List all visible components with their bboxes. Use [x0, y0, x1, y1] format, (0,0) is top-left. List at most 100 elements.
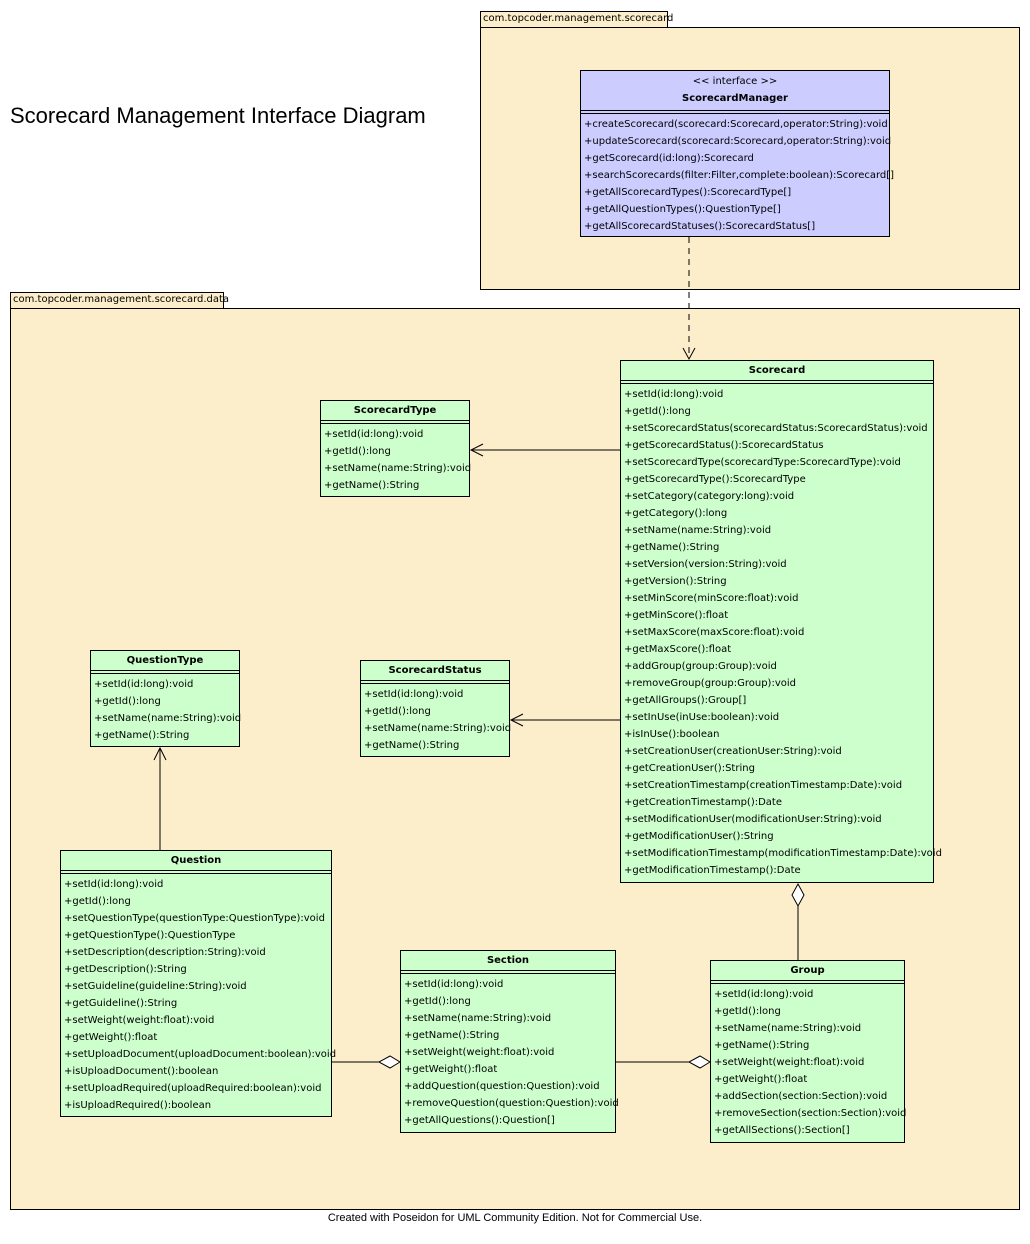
operation: +searchScorecards(filter:Filter,complete… [584, 170, 895, 181]
operation: +setId(id:long):void [364, 689, 464, 700]
operation: +setCreationTimestamp(creationTimestamp:… [624, 780, 903, 791]
operation: +getScorecardType():ScorecardType [624, 474, 806, 485]
operation: +getAllScorecardTypes():ScorecardType[] [584, 187, 792, 198]
class-name: ScorecardManager [682, 93, 788, 104]
operations-list: +setId(id:long):void +getId():long +setN… [91, 674, 242, 744]
operation: +getQuestionType():QuestionType [64, 930, 236, 941]
operation: +setGuideline(guideline:String):void [64, 981, 247, 992]
operation: +getCreationUser():String [624, 763, 755, 774]
class-scorecard-manager[interactable]: << interface >> ScorecardManager +create… [580, 70, 895, 237]
class-scorecard-status[interactable]: ScorecardStatus +setId(id:long):void +ge… [360, 660, 512, 757]
operation: +setId(id:long):void [64, 879, 164, 890]
operation: +setQuestionType(questionType:QuestionTy… [64, 913, 325, 924]
operation: +setId(id:long):void [324, 429, 424, 440]
operation: +getName():String [624, 542, 720, 553]
operation: +getScorecard(id:long):Scorecard [584, 153, 754, 164]
operation: +removeQuestion(question:Question):void [404, 1098, 619, 1109]
operation: +setName(name:String):void [404, 1013, 552, 1024]
operation: +getAllQuestions():Question[] [404, 1115, 555, 1126]
operation: +setName(name:String):void [94, 713, 242, 724]
operation: +setMaxScore(maxScore:float):void [624, 627, 805, 638]
class-name: Question [170, 855, 222, 866]
operation: +updateScorecard(scorecard:Scorecard,ope… [584, 136, 892, 147]
class-group[interactable]: Group +setId(id:long):void +getId():long… [710, 960, 907, 1143]
operation: +setId(id:long):void [404, 979, 504, 990]
operation: +getDescription():String [64, 964, 187, 975]
class-question[interactable]: Question +setId(id:long):void +getId():l… [60, 850, 336, 1117]
operation: +addSection(section:Section):void [714, 1091, 888, 1102]
operation: +createScorecard(scorecard:Scorecard,ope… [584, 119, 888, 130]
operation: +setName(name:String):void [324, 463, 472, 474]
operation: +setModificationTimestamp(modificationTi… [624, 848, 942, 859]
operation: +setWeight(weight:float):void [404, 1047, 555, 1058]
operations-list: +setId(id:long):void +getId():long +setN… [711, 984, 907, 1139]
operation: +setInUse(inUse:boolean):void [624, 712, 780, 723]
operations-list: +setId(id:long):void +getId():long +setS… [621, 384, 942, 879]
operation: +setVersion(version:String):void [624, 559, 787, 570]
class-name: ScorecardType [353, 405, 437, 416]
operation: +getId():long [64, 896, 131, 907]
operation: +setId(id:long):void [714, 989, 814, 1000]
operations-list: +setId(id:long):void +getId():long +setN… [361, 684, 512, 754]
operation: +getId():long [714, 1006, 781, 1017]
footer-note: Created with Poseidon for UML Community … [327, 1212, 703, 1224]
operation: +setModificationUser(modificationUser:St… [624, 814, 882, 825]
class-section[interactable]: Section +setId(id:long):void +getId():lo… [400, 950, 619, 1133]
operations-list: +createScorecard(scorecard:Scorecard,ope… [581, 114, 895, 235]
operations-list: +setId(id:long):void +getId():long +setQ… [61, 874, 336, 1114]
operation: +removeSection(section:Section):void [714, 1108, 907, 1119]
operation: +setId(id:long):void [94, 679, 194, 690]
operation: +getAllScorecardStatuses():ScorecardStat… [584, 221, 816, 232]
operations-list: +setId(id:long):void +getId():long +setN… [401, 974, 619, 1129]
operation: +getVersion():String [624, 576, 727, 587]
operation: +setName(name:String):void [624, 525, 772, 536]
class-name: Scorecard [748, 365, 806, 376]
class-scorecard-type[interactable]: ScorecardType +setId(id:long):void +getI… [320, 400, 472, 497]
operation: +setId(id:long):void [624, 389, 724, 400]
class-name: Section [486, 955, 530, 966]
operation: +getName():String [364, 740, 460, 751]
operation: +getAllGroups():Group[] [624, 695, 747, 706]
operation: +getName():String [324, 480, 420, 491]
class-scorecard[interactable]: Scorecard +setId(id:long):void +getId():… [620, 360, 942, 883]
operation: +setDescription(description:String):void [64, 947, 266, 958]
operation: +addQuestion(question:Question):void [404, 1081, 600, 1092]
operation: +setWeight(weight:float):void [64, 1015, 215, 1026]
operation: +setScorecardStatus(scorecardStatus:Scor… [624, 423, 928, 434]
class-name: ScorecardStatus [388, 665, 482, 676]
package-tab-data: com.topcoder.management.scorecard.data [10, 292, 229, 309]
operation: +getModificationUser():String [624, 831, 774, 842]
operation: +removeGroup(group:Group):void [624, 678, 796, 689]
package-tab-scorecard: com.topcoder.management.scorecard [480, 11, 673, 28]
operation: +getName():String [404, 1030, 500, 1041]
operation: +getWeight():float [404, 1064, 498, 1075]
operation: +setCategory(category:long):void [624, 491, 795, 502]
class-name: QuestionType [126, 655, 204, 666]
operation: +getId():long [324, 446, 391, 457]
operation: +getMinScore():float [624, 610, 729, 621]
operation: +getAllSections():Section[] [714, 1125, 850, 1136]
operation: +setScorecardType(scorecardType:Scorecar… [624, 457, 901, 468]
class-question-type[interactable]: QuestionType +setId(id:long):void +getId… [90, 650, 242, 747]
operation: +getCategory():long [624, 508, 728, 519]
operation: +setMinScore(minScore:float):void [624, 593, 799, 604]
operation: +isUploadDocument():boolean [64, 1066, 219, 1077]
operation: +getWeight():float [714, 1074, 808, 1085]
operation: +getId():long [624, 406, 691, 417]
operation: +getScorecardStatus():ScorecardStatus [624, 440, 824, 451]
operation: +isUploadRequired():boolean [64, 1100, 212, 1111]
operation: +getCreationTimestamp():Date [624, 797, 783, 808]
operation: +getName():String [714, 1040, 810, 1051]
operation: +getWeight():float [64, 1032, 158, 1043]
operation: +setCreationUser(creationUser:String):vo… [624, 746, 842, 757]
diagram-title: Scorecard Management Interface Diagram [10, 103, 426, 128]
operation: +getAllQuestionTypes():QuestionType[] [584, 204, 781, 215]
interface-stereotype: << interface >> [692, 76, 778, 87]
operation: +getId():long [404, 996, 471, 1007]
operation: +getName():String [94, 730, 190, 741]
operation: +setName(name:String):void [364, 723, 512, 734]
operation: +setUploadRequired(uploadRequired:boolea… [64, 1083, 322, 1094]
operation: +getId():long [94, 696, 161, 707]
operations-list: +setId(id:long):void +getId():long +setN… [321, 424, 472, 494]
operation: +setName(name:String):void [714, 1023, 862, 1034]
